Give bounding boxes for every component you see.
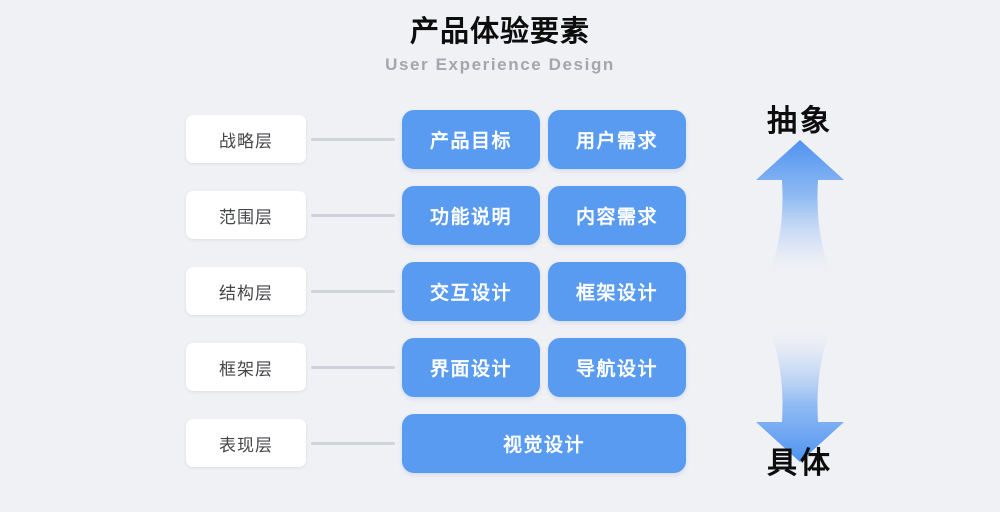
layer-chip[interactable]: 战略层	[186, 115, 306, 163]
layer-row: 表现层 视觉设计	[0, 414, 1000, 473]
element-card-label: 界面设计	[429, 359, 512, 380]
connector-line	[311, 366, 395, 369]
layer-row: 战略层 产品目标 用户需求	[0, 110, 1000, 169]
element-card[interactable]: 框架设计	[548, 262, 686, 321]
layer-chip[interactable]: 表现层	[186, 419, 306, 467]
layer-row: 结构层 交互设计 框架设计	[0, 262, 1000, 321]
element-card[interactable]: 功能说明	[402, 186, 540, 245]
element-card-label: 内容需求	[575, 207, 658, 228]
element-card-label: 导航设计	[575, 359, 658, 380]
axis-label-concrete: 具体	[767, 447, 833, 480]
element-card-label: 产品目标	[429, 131, 512, 152]
arrow-down-icon	[748, 324, 852, 464]
element-card-label: 框架设计	[575, 283, 658, 304]
element-card[interactable]: 界面设计	[402, 338, 540, 397]
layer-row: 框架层 界面设计 导航设计	[0, 338, 1000, 397]
layer-chip-label: 表现层	[219, 435, 273, 455]
page-subtitle: User Experience Design	[385, 55, 615, 74]
layer-row: 范围层 功能说明 内容需求	[0, 186, 1000, 245]
layer-chip-label: 框架层	[219, 359, 273, 379]
connector-line	[311, 442, 395, 445]
axis-label-abstract: 抽象	[767, 105, 833, 138]
element-card-label: 交互设计	[429, 283, 512, 304]
element-card[interactable]: 视觉设计	[402, 414, 686, 473]
abstraction-axis: 抽象	[710, 86, 890, 486]
element-card-label: 功能说明	[429, 207, 512, 228]
layer-chip[interactable]: 范围层	[186, 191, 306, 239]
page-title: 产品体验要素	[409, 16, 590, 48]
layer-chip-label: 范围层	[219, 207, 273, 227]
layer-chip-label: 结构层	[219, 283, 273, 303]
element-card[interactable]: 导航设计	[548, 338, 686, 397]
layer-chip[interactable]: 框架层	[186, 343, 306, 391]
layer-chip-label: 战略层	[219, 131, 273, 151]
connector-line	[311, 214, 395, 217]
layer-chip[interactable]: 结构层	[186, 267, 306, 315]
element-card-label: 用户需求	[575, 131, 658, 152]
arrow-up-icon	[748, 138, 852, 278]
element-card-label: 视觉设计	[502, 435, 585, 456]
element-card[interactable]: 内容需求	[548, 186, 686, 245]
connector-line	[311, 138, 395, 141]
element-card[interactable]: 交互设计	[402, 262, 540, 321]
header: 产品体验要素 User Experience Design	[0, 14, 1000, 77]
element-card[interactable]: 产品目标	[402, 110, 540, 169]
element-card[interactable]: 用户需求	[548, 110, 686, 169]
connector-line	[311, 290, 395, 293]
